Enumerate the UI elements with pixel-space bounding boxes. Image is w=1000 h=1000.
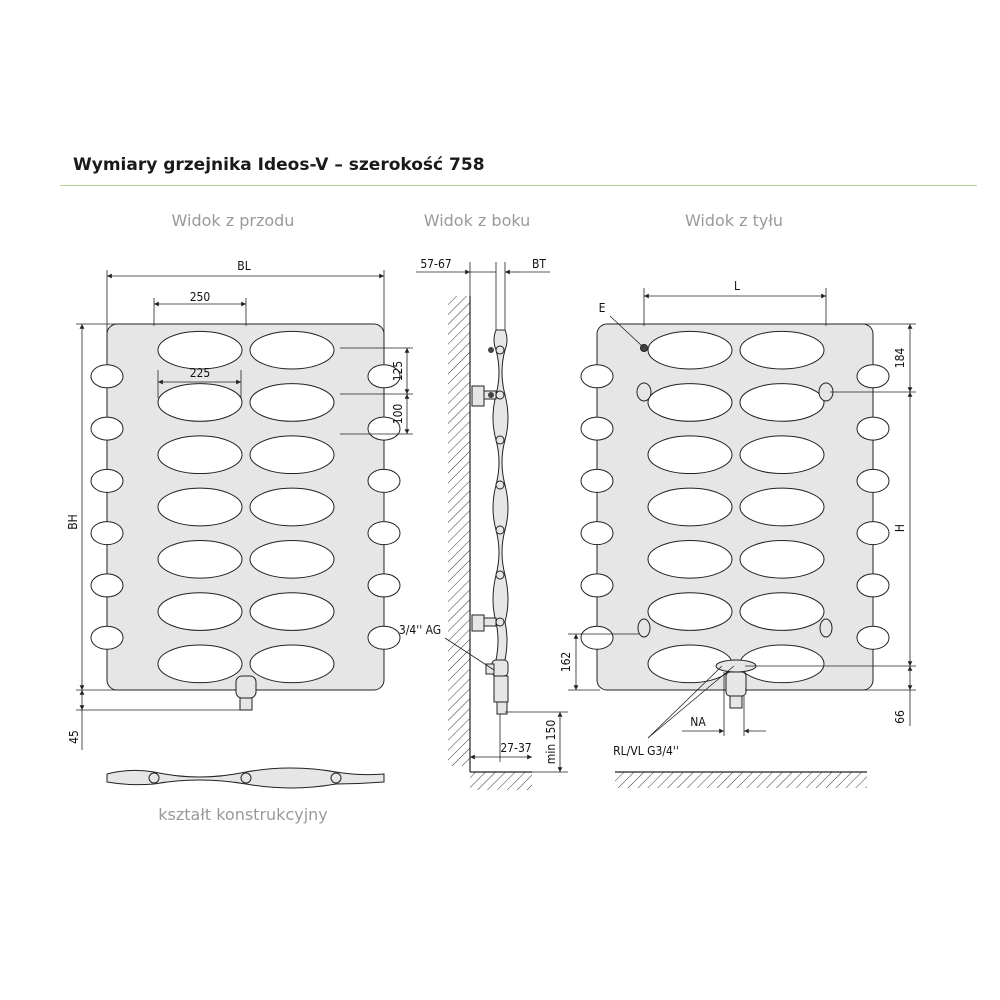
front-view: BL 250 225 125 100 BH 45 — [66, 259, 413, 750]
radiator-opening — [157, 592, 243, 631]
radiator-opening — [647, 539, 733, 579]
radiator-side-notch — [367, 573, 401, 598]
radiator-opening — [157, 644, 243, 684]
radiator-side-notch — [367, 364, 401, 389]
title-divider — [60, 185, 977, 186]
radiator-side-notch — [90, 625, 124, 650]
dim-na: NA — [690, 715, 706, 729]
label-rl-vl: RL/VL G3/4'' — [613, 744, 679, 758]
dim-h: H — [893, 524, 907, 532]
dim-bh: BH — [66, 514, 80, 530]
radiator-side-notch — [580, 416, 614, 441]
side-view: 57-67 BT 3/4'' AG 27-37 min 150 — [399, 257, 568, 790]
radiator-opening — [157, 330, 243, 370]
radiator-opening — [647, 487, 733, 527]
dim-100: 100 — [391, 404, 405, 425]
radiator-opening — [157, 539, 243, 579]
radiator-panel — [596, 323, 874, 691]
radiator-side-notch — [90, 468, 124, 493]
radiator-side-notch — [856, 416, 890, 441]
dim-66: 66 — [893, 710, 907, 724]
radiator-opening — [157, 487, 243, 527]
construction-section — [106, 767, 385, 789]
radiator-opening — [249, 592, 335, 631]
radiator-opening — [157, 383, 243, 422]
radiator-side-notch — [856, 573, 890, 598]
radiator-side-notch — [90, 416, 124, 441]
radiator-opening — [157, 435, 243, 475]
radiator-side-notch — [580, 625, 614, 650]
dim-bl: BL — [237, 259, 250, 273]
radiator-opening — [249, 644, 335, 684]
label-e: E — [599, 301, 606, 315]
back-radiator-body — [580, 323, 890, 691]
radiator-opening — [739, 383, 825, 422]
radiator-side-notch — [367, 521, 401, 546]
dim-184: 184 — [893, 348, 907, 369]
radiator-side-notch — [90, 573, 124, 598]
radiator-opening — [249, 539, 335, 579]
side-view-title: Widok z boku — [424, 211, 531, 230]
radiator-opening — [739, 539, 825, 579]
radiator-side-notch — [580, 573, 614, 598]
radiator-opening — [249, 330, 335, 370]
front-valve — [235, 675, 257, 711]
radiator-opening — [647, 435, 733, 475]
dim-45: 45 — [67, 730, 81, 744]
radiator-side-notch — [856, 521, 890, 546]
radiator-opening — [739, 330, 825, 370]
radiator-side-notch — [856, 625, 890, 650]
radiator-opening — [647, 383, 733, 422]
dim-l: L — [734, 279, 740, 293]
page-title: Wymiary grzejnika Ideos-V – szerokość 75… — [73, 155, 485, 175]
radiator-opening — [739, 592, 825, 631]
radiator-side-notch — [856, 468, 890, 493]
radiator-side-notch — [856, 364, 890, 389]
label-3-4-ag: 3/4'' AG — [399, 623, 441, 637]
front-radiator-body — [90, 323, 401, 691]
radiator-opening — [739, 487, 825, 527]
radiator-side-notch — [367, 625, 401, 650]
back-view: L E 184 H 66 162 NA RL/VL G3/4'' — [559, 279, 916, 788]
front-view-title: Widok z przodu — [172, 211, 295, 230]
radiator-side-notch — [580, 521, 614, 546]
back-view-title: Widok z tyłu — [685, 211, 783, 230]
radiator-opening — [249, 487, 335, 527]
section-caption: kształt konstrukcyjny — [158, 805, 328, 824]
radiator-opening — [647, 330, 733, 370]
radiator-side-notch — [580, 364, 614, 389]
back-connectors — [636, 344, 834, 709]
dim-225: 225 — [190, 366, 211, 380]
radiator-opening — [249, 383, 335, 422]
dim-57-67: 57-67 — [420, 257, 451, 271]
dim-min-150: min 150 — [544, 720, 558, 765]
radiator-opening — [249, 435, 335, 475]
radiator-side-notch — [90, 521, 124, 546]
dim-bt: BT — [532, 257, 546, 271]
radiator-opening — [647, 592, 733, 631]
radiator-panel — [106, 323, 385, 691]
radiator-side-notch — [90, 364, 124, 389]
dim-250: 250 — [190, 290, 211, 304]
radiator-side-notch — [367, 468, 401, 493]
dim-27-37: 27-37 — [500, 741, 531, 755]
radiator-opening — [739, 435, 825, 475]
radiator-side-notch — [580, 468, 614, 493]
dim-162: 162 — [559, 652, 573, 673]
dim-125: 125 — [391, 361, 405, 382]
